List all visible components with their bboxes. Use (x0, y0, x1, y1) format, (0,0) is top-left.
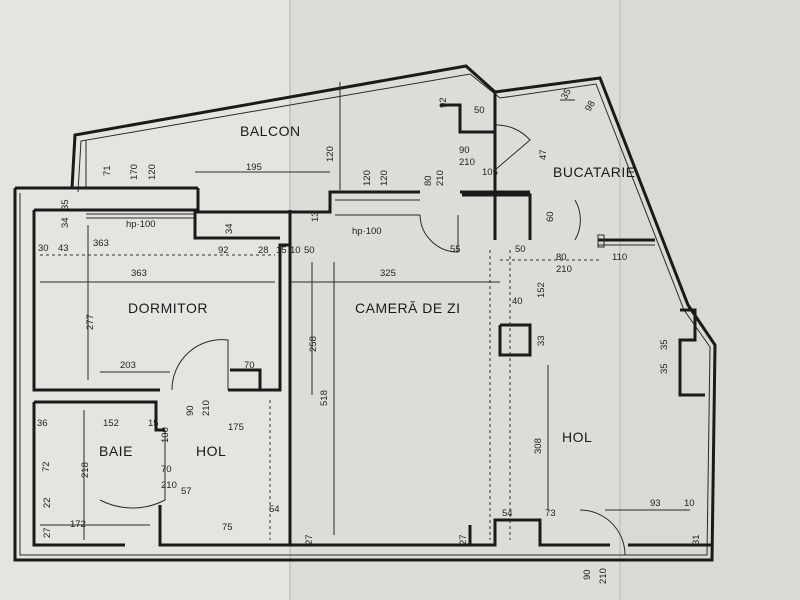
dim-label: 60 (545, 211, 556, 222)
dim-label: 36 (37, 418, 48, 429)
dim-label: 210 (201, 400, 212, 416)
dim-label: 120 (147, 164, 158, 180)
dim-label: 27 (458, 534, 469, 545)
dim-label: 218 (80, 462, 91, 478)
dim-label: 100 (160, 427, 171, 443)
dim-label: 152 (103, 418, 119, 429)
fixture-marker (597, 234, 605, 248)
dim-label: 28 (258, 245, 269, 256)
dim-label: 105 (482, 167, 498, 178)
dim-label: 90 (185, 405, 196, 416)
dashed-lines (40, 250, 600, 540)
dim-label: 70 (244, 360, 255, 371)
dim-label: 75 (222, 522, 233, 533)
room-label-camera-de-zi: CAMERĂ DE ZI (355, 300, 461, 316)
dim-label: 258 (308, 336, 319, 352)
dim-label: 92 (218, 245, 229, 256)
dim-label: 210 (161, 480, 177, 491)
dim-label: 70 (161, 464, 172, 475)
dim-label: 308 (533, 438, 544, 454)
dim-label: 90 (459, 145, 470, 156)
dim-label: 363 (131, 268, 147, 279)
dim-label: 47 (538, 149, 549, 160)
dimension-labels: 50 195 90 210 105 363 363 30 43 92 28 15… (37, 105, 695, 533)
dim-label: 93 (650, 498, 661, 509)
dim-label: 210 (435, 170, 446, 186)
dim-label: 15 (276, 245, 287, 256)
dim-label: 210 (598, 568, 609, 584)
dim-label: 172 (70, 519, 86, 530)
dim-label: 195 (246, 162, 262, 173)
room-label-baie: BAIE (99, 443, 133, 459)
dim-label: 277 (85, 314, 96, 330)
dim-label: 31 (691, 534, 702, 545)
dim-label: 120 (325, 146, 336, 162)
dim-label: 71 (102, 165, 113, 176)
dim-label: 35 (559, 87, 574, 102)
dim-label: 152 (536, 282, 547, 298)
dim-label: 80 (556, 252, 567, 263)
sill-height-label: hp·100 (126, 219, 156, 230)
dim-label: 34 (224, 223, 235, 234)
dim-label: 57 (181, 486, 192, 497)
sill-height-label: hp·100 (352, 226, 382, 237)
dim-label: 27 (304, 534, 315, 545)
dim-label: 80 (423, 175, 434, 186)
interior-walls (32, 92, 712, 547)
dim-label: 90 (582, 569, 593, 580)
vertical-dimension-labels: 92 35 98 71 170 120 120 120 120 80 210 4… (41, 87, 702, 584)
paper-panel-left (0, 0, 290, 600)
dim-label: 203 (120, 360, 136, 371)
dim-label: 210 (556, 264, 572, 275)
dim-label: 98 (583, 99, 598, 114)
room-label-balcon: BALCON (240, 123, 301, 139)
door-swings (99, 124, 626, 556)
dim-label: 325 (380, 268, 396, 279)
dim-label: 54 (502, 508, 513, 519)
dim-label: 518 (319, 390, 330, 406)
dim-label: 120 (362, 170, 373, 186)
dim-label: 34 (60, 217, 71, 228)
dim-label: 73 (545, 508, 556, 519)
room-label-bucatarie: BUCATARIE (553, 164, 636, 180)
dim-label: 10 (290, 245, 301, 256)
dim-label: 110 (612, 252, 627, 263)
dim-label: 15 (148, 418, 159, 429)
room-label-hol-right: HOL (562, 429, 592, 445)
dim-label: 175 (228, 422, 244, 433)
exterior-walls (13, 64, 717, 562)
dim-label: 50 (304, 245, 315, 256)
dim-label: 35 (60, 199, 71, 210)
dim-label: 35 (659, 363, 670, 374)
dim-label: 50 (474, 105, 485, 116)
dim-label: 22 (42, 497, 53, 508)
dim-label: 72 (41, 461, 52, 472)
dim-label: 92 (438, 97, 449, 108)
dim-label: 210 (459, 157, 475, 168)
dim-label: 10 (684, 498, 695, 509)
dim-label: 30 (38, 243, 49, 254)
dim-label: 27 (42, 527, 53, 538)
dim-label: 13 (310, 211, 321, 222)
dim-label: 50 (515, 244, 526, 255)
dim-label: 33 (536, 335, 547, 346)
dim-label: 35 (659, 339, 670, 350)
dim-label: 54 (269, 504, 280, 515)
dim-label: 40 (512, 296, 523, 307)
dim-label: 363 (93, 238, 109, 249)
dim-label: 170 (129, 164, 140, 180)
room-label-hol: HOL (196, 443, 226, 459)
dim-label: 120 (379, 170, 390, 186)
windows (86, 199, 655, 246)
dimension-lines (40, 82, 690, 540)
room-label-dormitor: DORMITOR (128, 300, 208, 316)
dim-label: 55 (450, 244, 461, 255)
dim-label: 43 (58, 243, 69, 254)
